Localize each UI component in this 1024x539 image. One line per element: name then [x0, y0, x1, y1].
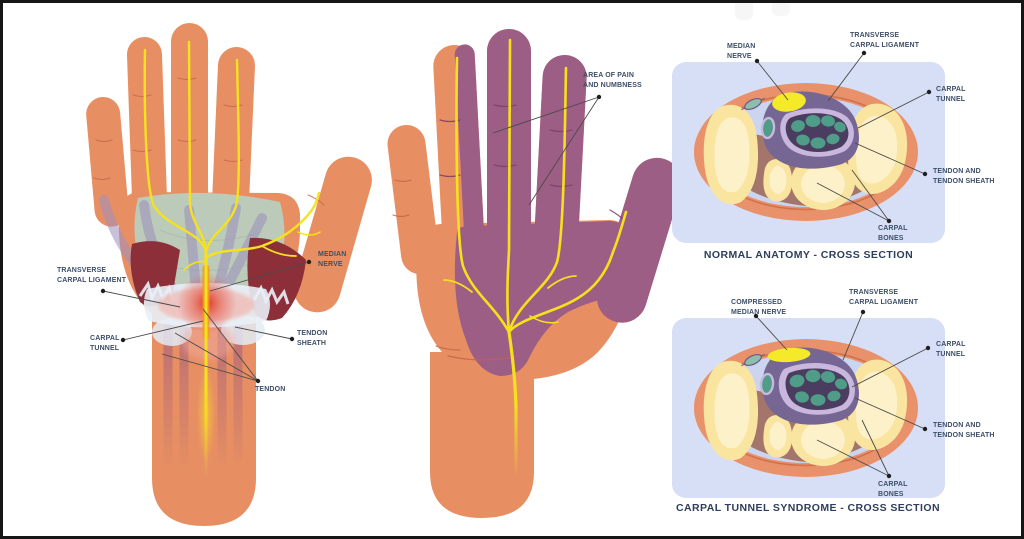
label-area-of-pain: AREA OF PAIN AND NUMBNESS	[583, 72, 642, 90]
tendons-section	[789, 369, 848, 406]
median-nerve-b	[443, 38, 628, 474]
ulnar-bundle	[741, 353, 765, 367]
median-nerve-a	[143, 40, 321, 478]
label-median-nerve: MEDIAN NERVE	[318, 251, 347, 269]
side-tendon	[759, 372, 775, 396]
compressed-median-nerve-section	[767, 347, 811, 363]
side-tendon	[760, 116, 776, 140]
label-tendon-sheath: TENDON SHEATH	[297, 330, 328, 348]
label-cs1-carpal-tunnel: CARPAL TUNNEL	[936, 86, 966, 104]
label-cs2-transverse-carpal-ligament: TRANSVERSE CARPAL LIGAMENT	[849, 289, 919, 307]
cross-section-normal	[672, 62, 945, 243]
thumb	[293, 156, 372, 313]
screen-artifact	[735, 0, 790, 20]
label-cs1-median-nerve: MEDIAN NERVE	[727, 43, 756, 61]
label-cs2-tendon-and-sheath: TENDON AND TENDON SHEATH	[933, 422, 995, 440]
connector-dots	[100, 50, 932, 479]
label-cs1-tendon-and-sheath: TENDON AND TENDON SHEATH	[933, 168, 995, 186]
label-transverse-carpal-ligament: TRANSVERSE CARPAL LIGAMENT	[57, 267, 127, 285]
hand-a-finger-creases	[93, 77, 325, 206]
pain-area-overlay	[454, 29, 682, 376]
label-cs1-carpal-bones: CARPAL BONES	[878, 225, 908, 243]
median-nerve-section	[772, 92, 806, 112]
label-tendon: TENDON	[255, 386, 286, 393]
tendons-section	[791, 115, 846, 149]
label-cs2-carpal-bones: CARPAL BONES	[878, 481, 908, 499]
cross-section-normal-title: NORMAL ANATOMY - CROSS SECTION	[703, 249, 914, 261]
cross-section-syndrome-title: CARPAL TUNNEL SYNDROME - CROSS SECTION	[676, 502, 940, 514]
hand-anatomy-view	[86, 23, 372, 526]
pain-distribution-view	[387, 29, 682, 518]
cross-section-syndrome	[672, 318, 945, 498]
label-cs2-carpal-tunnel: CARPAL TUNNEL	[936, 341, 966, 359]
ulnar-bundle	[741, 97, 765, 111]
label-cs1-transverse-carpal-ligament: TRANSVERSE CARPAL LIGAMENT	[850, 32, 920, 50]
connector-lines	[102, 52, 930, 477]
label-carpal-tunnel: CARPAL TUNNEL	[90, 335, 120, 353]
label-cs2-compressed-median-nerve: COMPRESSED MEDIAN NERVE	[731, 299, 787, 317]
